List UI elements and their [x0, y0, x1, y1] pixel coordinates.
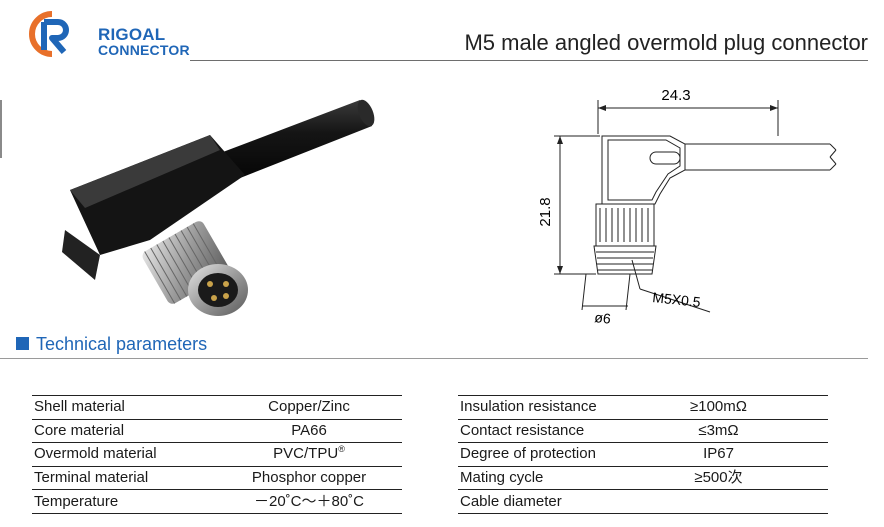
section-divider	[0, 358, 868, 359]
logo-mark-icon	[29, 11, 69, 57]
header-divider	[190, 60, 868, 61]
param-value: Phosphor copper	[216, 465, 402, 490]
param-value: ≥100mΩ	[667, 395, 828, 420]
edge-marker	[0, 100, 2, 158]
table-row: Degree of protection IP67	[458, 442, 828, 467]
param-label: Cable diameter	[458, 489, 667, 514]
table-row: Insulation resistance ≥100mΩ	[458, 395, 828, 420]
section-marker-icon	[16, 337, 29, 350]
registered-mark: ®	[338, 444, 345, 455]
param-value	[667, 489, 828, 514]
right-parameters-table: Insulation resistance ≥100mΩ Contact res…	[458, 395, 828, 514]
param-value: ≥500次	[667, 465, 828, 490]
page-title: M5 male angled overmold plug connector	[464, 30, 868, 55]
dim-width-label: 24.3	[661, 87, 690, 104]
table-row: Temperature －20˚C～＋80˚C	[32, 489, 402, 514]
param-label: Overmold material	[32, 442, 216, 467]
table-row: Mating cycle ≥500次	[458, 465, 828, 490]
param-label: Contact resistance	[458, 418, 667, 443]
dim-height-label: 21.8	[537, 197, 554, 226]
param-value: PA66	[216, 418, 402, 443]
left-parameters-table: Shell material Copper/Zinc Core material…	[32, 395, 402, 514]
section-title: Technical parameters	[36, 334, 208, 354]
param-label: Mating cycle	[458, 465, 667, 490]
table-row: Contact resistance ≤3mΩ	[458, 418, 828, 443]
param-label: Shell material	[32, 395, 216, 420]
param-value: IP67	[667, 442, 828, 467]
dim-thread-label: M5X0.5	[652, 289, 702, 310]
param-value: ≤3mΩ	[667, 418, 828, 443]
param-value-cell: PVC/TPU®	[216, 442, 402, 467]
param-label: Core material	[32, 418, 216, 443]
param-value: Copper/Zinc	[216, 395, 402, 420]
dimension-drawing: 24.3 21.8 M5X0.5 ø6	[537, 87, 837, 327]
param-value: －20˚C～＋80˚C	[216, 489, 402, 514]
param-value: PVC/TPU	[273, 445, 339, 463]
brand-logo: RIGOAL CONNECTOR	[22, 10, 192, 58]
param-label: Insulation resistance	[458, 395, 667, 420]
logo-line1: RIGOAL	[98, 25, 166, 44]
param-label: Degree of protection	[458, 442, 667, 467]
table-row: Cable diameter	[458, 489, 828, 514]
dim-diameter-label: ø6	[594, 309, 612, 327]
table-row: Overmold material PVC/TPU®	[32, 442, 402, 467]
param-label: Temperature	[32, 489, 216, 514]
table-row: Terminal material Phosphor copper	[32, 465, 402, 490]
table-row: Shell material Copper/Zinc	[32, 395, 402, 420]
product-photo	[62, 99, 375, 316]
logo-line2: CONNECTOR	[98, 42, 190, 58]
param-label: Terminal material	[32, 465, 216, 490]
table-row: Core material PA66	[32, 418, 402, 443]
